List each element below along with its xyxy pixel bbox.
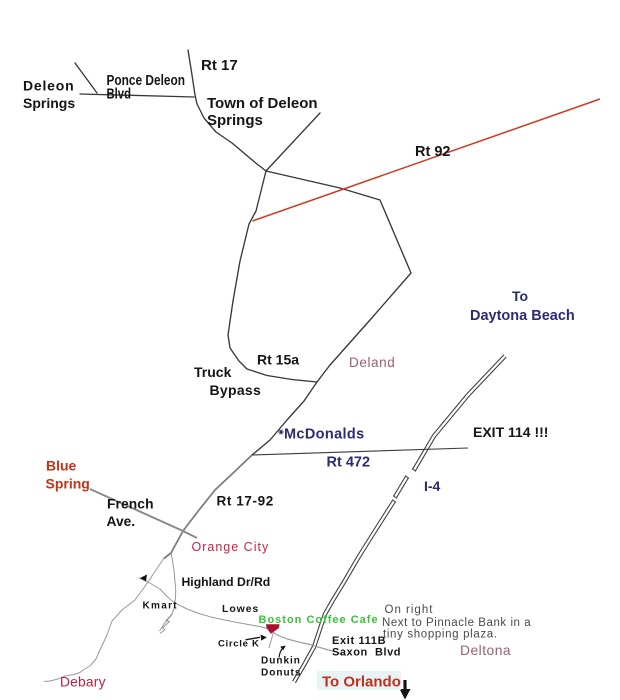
svg-text:Blvd: Blvd [107,87,132,103]
svg-text:Bypass: Bypass [210,382,262,398]
svg-text:Rt 17: Rt 17 [201,57,238,74]
svg-text:Blue: Blue [46,458,77,474]
svg-text:On right: On right [385,604,434,616]
svg-text:Springs: Springs [23,95,75,111]
svg-text:I-4: I-4 [424,478,441,494]
svg-text:Deleon: Deleon [23,78,74,94]
svg-text:Town of Deleon: Town of Deleon [207,95,318,112]
svg-text:Rt 15a: Rt 15a [257,352,299,368]
svg-text:Exit 111B: Exit 111B [332,635,386,647]
svg-text:Springs: Springs [207,112,263,129]
svg-text:Boston Coffee Cafe: Boston Coffee Cafe [259,614,379,626]
svg-text:Ponce Deleon: Ponce Deleon [107,73,186,89]
svg-text:tiny shopping plaza.: tiny shopping plaza. [383,629,498,641]
svg-text:EXIT 114 !!!: EXIT 114 !!! [473,424,548,440]
svg-text:Rt 472: Rt 472 [327,455,371,471]
svg-text:McDonalds: McDonalds [284,427,365,443]
svg-text:Ave.: Ave. [107,514,136,529]
svg-text:Next to Pinnacle Bank in a: Next to Pinnacle Bank in a [382,617,531,629]
svg-text:Donuts: Donuts [261,668,301,679]
svg-text:Dunkin: Dunkin [261,656,301,667]
svg-text:Kmart: Kmart [143,601,178,612]
svg-text:Truck: Truck [194,364,232,380]
svg-text:Circle K: Circle K [218,639,260,650]
svg-text:To: To [512,288,528,304]
svg-text:Deland: Deland [349,355,395,370]
svg-text:Daytona Beach: Daytona Beach [470,308,575,324]
svg-text:Lowes: Lowes [222,603,259,615]
svg-text:French: French [107,497,154,512]
svg-text:Deltona: Deltona [460,643,511,658]
svg-text:To Orlando: To Orlando [322,674,401,691]
svg-text:Highland Dr/Rd: Highland Dr/Rd [182,575,271,589]
svg-text:Rt 92: Rt 92 [415,144,450,160]
svg-text:Orange City: Orange City [192,540,270,554]
svg-text:Rt 17-92: Rt 17-92 [217,494,274,509]
svg-text:Saxon Blvd: Saxon Blvd [332,647,401,659]
svg-text:Debary: Debary [60,675,106,690]
svg-text:Spring: Spring [46,476,90,492]
